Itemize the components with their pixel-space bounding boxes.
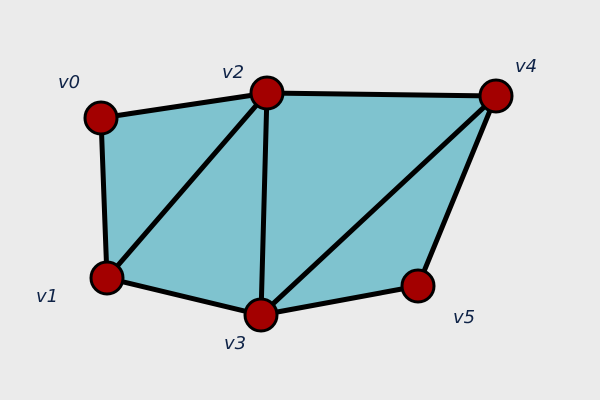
mesh-edge-v1-v3 [104,275,264,318]
mesh-edge-v4-v5 [415,93,499,289]
mesh-edge-v3-v5 [258,283,421,318]
mesh-vertices [83,75,514,333]
vertex-node-v1 [89,260,125,296]
mesh-edge-v3-v4 [258,93,499,318]
mesh-edge-v1-v2 [104,90,270,281]
vertex-labels: v0 v1 v2 v3 v4 v5 [36,56,537,354]
mesh-edges [98,90,499,318]
mesh-edge-v2-v4 [264,90,499,99]
mesh-edge-v0-v2 [98,90,270,121]
vertex-node-v2 [249,75,285,111]
vertex-label-v5: v5 [453,307,475,328]
vertex-label-v1: v1 [36,286,58,307]
mesh-edge-v2-v3 [258,90,270,318]
vertex-label-v2: v2 [222,62,244,83]
vertex-node-v4 [478,78,514,114]
mesh-edge-v0-v1 [98,115,110,281]
vertex-label-v0: v0 [58,72,80,93]
vertex-label-v4: v4 [515,56,537,77]
vertex-node-v3 [243,297,279,333]
vertex-node-v5 [400,268,436,304]
vertex-label-v3: v3 [224,333,246,354]
vertex-node-v0 [83,100,119,136]
